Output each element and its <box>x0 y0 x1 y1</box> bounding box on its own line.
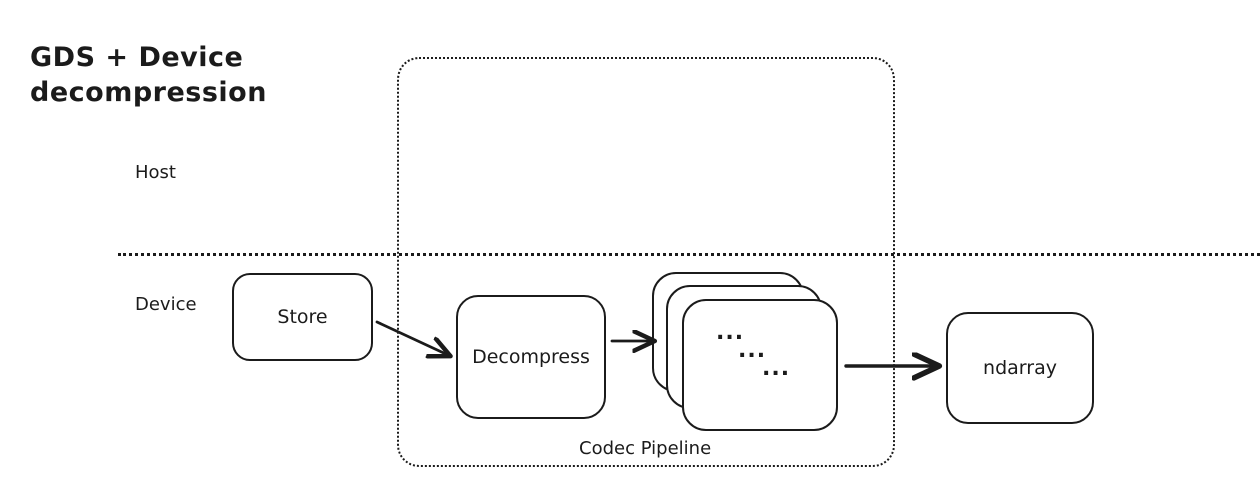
codec-pipeline-container <box>397 57 895 467</box>
codec-stack-ellipsis: ... <box>716 320 745 345</box>
host-device-divider <box>118 253 1260 256</box>
decompress-node: Decompress <box>456 295 606 419</box>
store-node-label: Store <box>277 306 328 328</box>
codec-stack-ellipsis: ... <box>762 356 791 381</box>
store-node: Store <box>232 273 373 361</box>
host-lane-label: Host <box>135 162 176 183</box>
codec-stack-box-front <box>682 299 838 431</box>
ndarray-node: ndarray <box>946 312 1094 424</box>
device-lane-label: Device <box>135 294 197 315</box>
codec-pipeline-label: Codec Pipeline <box>579 438 712 459</box>
decompress-node-label: Decompress <box>472 346 590 368</box>
codec-stack-ellipsis: ... <box>738 338 767 363</box>
diagram-title: GDS + Device decompression <box>30 42 267 109</box>
ndarray-node-label: ndarray <box>983 357 1057 379</box>
